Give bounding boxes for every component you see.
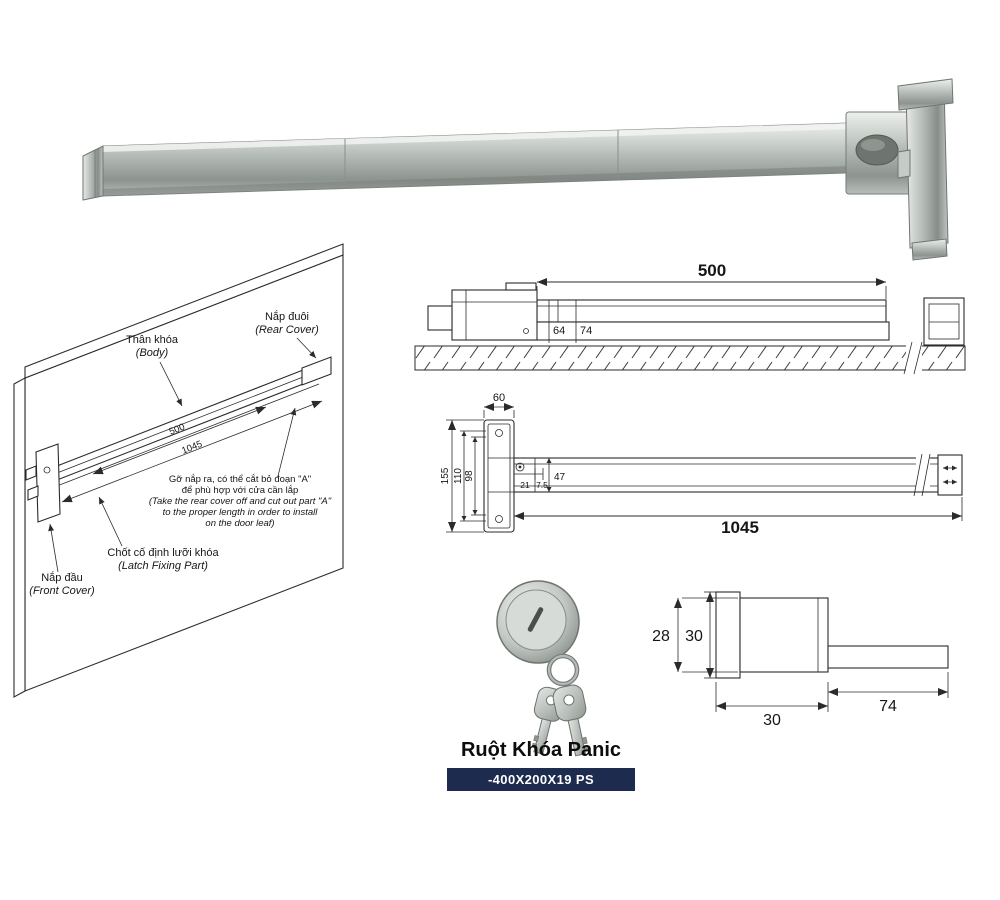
label-latch-en: (Latch Fixing Part) xyxy=(118,560,208,572)
keyway-slot xyxy=(527,607,544,632)
cylinder-dim-stem xyxy=(827,645,949,669)
dim-98: 98 xyxy=(464,470,475,482)
dim-30-width: 30 xyxy=(763,712,781,729)
dim-1045-side-view: 1045 xyxy=(721,518,759,537)
panic-bar-highlight xyxy=(103,123,850,152)
dim-28: 28 xyxy=(652,628,670,645)
door-latch-part xyxy=(27,485,39,501)
dim-74-stem: 74 xyxy=(879,698,897,715)
product-title: Ruột Khóa Panic xyxy=(460,739,621,761)
top-view-drawing: 500 64 74 xyxy=(414,261,966,375)
top-view-door-section xyxy=(414,345,966,371)
side-view-bar xyxy=(513,457,939,493)
label-rear-cover-en: (Rear Cover) xyxy=(255,324,319,336)
dim-110: 110 xyxy=(453,468,464,484)
note-line-3: (Take the rear cover off and cut out par… xyxy=(149,496,332,507)
cylinder-dim-collar xyxy=(715,591,741,679)
note-line-4: to the proper length in order to install xyxy=(163,507,319,518)
dim-74-top-view: 74 xyxy=(580,325,592,337)
door-leaf-top-edge xyxy=(24,243,344,379)
head-plate-top-cap xyxy=(897,78,954,111)
top-view-bar-flange xyxy=(481,321,890,341)
label-front-cover-vi: Nắp đầu xyxy=(41,571,83,584)
label-front-cover-en: (Front Cover) xyxy=(29,585,95,597)
cylinder-dim-body xyxy=(739,597,829,673)
dim-155: 155 xyxy=(440,467,451,484)
dim-7-5: 7.5 xyxy=(536,480,548,490)
label-rear-cover-vi: Nắp đuôi xyxy=(265,310,309,323)
product-model-badge: -400X200X19 PS xyxy=(447,768,635,791)
panic-bar-head-plate xyxy=(905,84,949,249)
note-line-2: để phù hợp với cửa cần lắp xyxy=(182,485,299,496)
top-view-bar xyxy=(536,299,887,323)
door-installation-diagram: 500 1045 Nắp đuôi (Rear Cover) Thân khóa… xyxy=(13,243,344,698)
head-plate-foot xyxy=(911,238,948,261)
head-plate-latch-bolt xyxy=(897,149,911,179)
door-bar-rear-cover xyxy=(301,356,332,386)
dim-47: 47 xyxy=(554,472,566,483)
side-view-drawing: 60 155 110 98 21 7.5 47 xyxy=(440,392,963,537)
panic-bar-body xyxy=(102,122,851,197)
cylinder-photo xyxy=(496,580,590,757)
door-bar-front-head xyxy=(35,443,61,523)
panic-bar-photo xyxy=(82,78,954,261)
label-body-en: (Body) xyxy=(136,347,169,359)
label-body-vi: Thân khóa xyxy=(126,334,179,346)
label-latch-vi: Chốt cố định lưỡi khóa xyxy=(107,547,219,559)
side-view-end-cap xyxy=(937,454,963,496)
dim-21: 21 xyxy=(520,480,530,490)
panic-bar-end-cap xyxy=(82,145,104,201)
cylinder-dimension-drawing: 28 30 30 74 xyxy=(652,591,949,729)
door-leaf-left-edge xyxy=(13,377,26,698)
dim-500-top-view: 500 xyxy=(698,261,726,280)
key-front xyxy=(552,684,590,757)
note-line-1: Gỡ nắp ra, có thể cắt bỏ đoạn "A" xyxy=(169,474,311,485)
dim-30-height: 30 xyxy=(685,628,703,645)
dim-64: 64 xyxy=(553,325,565,337)
dim-60: 60 xyxy=(493,392,505,404)
panic-bar-shadow xyxy=(103,166,850,196)
note-line-5: on the door leaf) xyxy=(205,518,274,529)
top-view-strike xyxy=(923,297,965,346)
